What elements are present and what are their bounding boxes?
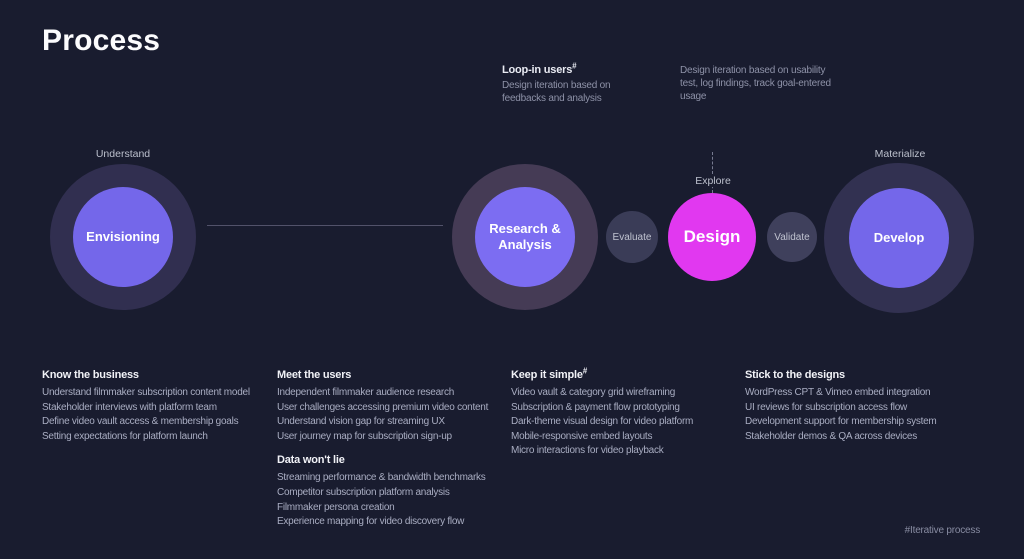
circle-label: Envisioning — [86, 228, 160, 244]
column-section: Know the business Understand filmmaker s… — [42, 369, 274, 444]
list-item: Understand vision gap for streaming UX — [277, 416, 445, 428]
iterative-marker: # — [582, 366, 588, 376]
connector-line — [207, 225, 443, 226]
column-section: Keep it simple# Video vault & category g… — [511, 366, 743, 459]
circle-label: Evaluate — [612, 231, 652, 243]
evaluate-circle: Evaluate — [606, 211, 658, 263]
list-item: Dark-theme visual design for video platf… — [511, 416, 694, 428]
circle-label: Design — [683, 227, 741, 246]
list-item: Understand filmmaker subscription conten… — [42, 387, 250, 398]
list-item: UI reviews for subscription access flow — [745, 401, 907, 413]
list-item: User journey map for subscription sign-u… — [277, 430, 452, 442]
column-heading-text: Data won't lie — [277, 454, 345, 467]
phase-label-text: Explore — [692, 175, 734, 187]
list-item: Independent filmmaker audience research — [277, 387, 455, 398]
annotation-loop-in-users: Loop-in users# Design iteration based on… — [502, 61, 650, 105]
list-item: Micro interactions for video playback — [511, 445, 664, 457]
list-item: Streaming performance & bandwidth benchm… — [277, 472, 486, 484]
list-item: Filmmaker persona creation — [277, 501, 395, 513]
phase-label-understand: Understand — [95, 148, 151, 160]
phase-label-materialize: Materialize — [874, 148, 926, 160]
circle-label: Validate — [774, 231, 810, 243]
page-title: Process — [42, 24, 161, 57]
design-circle: Design — [668, 193, 756, 281]
column-meet-the-users: Meet the users Independent filmmaker aud… — [277, 369, 509, 530]
list-item: Mobile-responsive embed layouts — [511, 430, 653, 442]
list-item: Subscription & payment flow prototyping — [511, 401, 680, 413]
iterative-marker: # — [572, 61, 577, 71]
list-item: Competitor subscription platform analysi… — [277, 486, 450, 498]
list-item: Experience mapping for video discovery f… — [277, 516, 465, 528]
column-section: Stick to the designs WordPress CPT & Vim… — [745, 369, 977, 444]
column-heading: Keep it simple# — [511, 366, 743, 381]
envisioning-circle: Envisioning — [73, 187, 173, 287]
column-section: Data won't lie Streaming performance & b… — [277, 454, 509, 529]
column-heading-text: Meet the users — [277, 369, 352, 381]
annotation-heading-text: Loop-in users — [502, 64, 573, 76]
annotation-heading: Loop-in users# — [502, 61, 650, 76]
annotation-body: Design iteration based on feedbacks and … — [502, 80, 611, 104]
circle-label: Research & Analysis — [489, 220, 561, 252]
list-item: Setting expectations for platform launch — [42, 430, 208, 442]
annotation-usability-note: Design iteration based on usability test… — [680, 64, 838, 103]
list-item: User challenges accessing premium video … — [277, 401, 489, 413]
column-heading-text: Know the business — [42, 369, 139, 381]
column-section: Meet the users Independent filmmaker aud… — [277, 369, 509, 444]
column-heading: Know the business — [42, 369, 274, 381]
develop-circle: Develop — [849, 188, 949, 288]
footer-note: #Iterative process — [904, 525, 981, 536]
dashed-connector — [712, 152, 713, 193]
list-item: Development support for membership syste… — [745, 416, 937, 428]
list-item: Stakeholder interviews with platform tea… — [42, 401, 217, 413]
list-item: Video vault & category grid wireframing — [511, 387, 676, 398]
annotation-body: Design iteration based on usability test… — [680, 65, 831, 102]
column-heading: Stick to the designs — [745, 369, 977, 381]
list-item: WordPress CPT & Vimeo embed integration — [745, 387, 931, 398]
validate-circle: Validate — [767, 212, 817, 262]
column-keep-it-simple: Keep it simple# Video vault & category g… — [511, 366, 743, 459]
column-heading-text: Keep it simple — [511, 369, 583, 381]
phase-label-explore: Explore — [653, 175, 773, 187]
column-heading-text: Stick to the designs — [745, 369, 845, 381]
column-heading: Data won't lie — [277, 454, 509, 466]
circle-label: Develop — [873, 229, 925, 245]
column-stick-to-the-designs: Stick to the designs WordPress CPT & Vim… — [745, 369, 977, 444]
research-analysis-circle: Research & Analysis — [475, 187, 575, 287]
list-item: Define video vault access & membership g… — [42, 416, 239, 428]
column-know-the-business: Know the business Understand filmmaker s… — [42, 369, 274, 444]
column-heading: Meet the users — [277, 369, 509, 381]
list-item: Stakeholder demos & QA across devices — [745, 430, 917, 442]
